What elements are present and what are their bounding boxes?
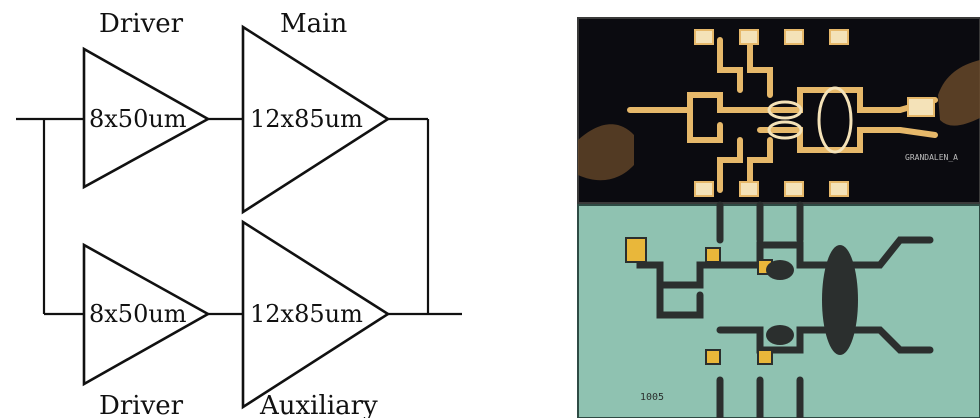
bottom-aux-amplifier-icon [241, 219, 391, 410]
bottom-aux-size: 12x85um [250, 300, 363, 328]
bottom-devices [766, 245, 858, 355]
top-micrograph-border [577, 17, 980, 204]
left-probe [578, 124, 634, 181]
top-pads [694, 29, 935, 197]
top-micrograph: GRANDALEN_A [577, 17, 980, 204]
top-devices [767, 86, 853, 154]
bottom-chip-annotation: 1005 [640, 392, 664, 403]
top-main-amplifier-icon [241, 24, 391, 215]
top-driver-size: 8x50um [89, 105, 187, 133]
bottom-driver-title: Driver [99, 391, 184, 418]
top-main-title: Main [280, 9, 347, 39]
signal-wires [16, 117, 462, 316]
top-chip-label: GRANDALEN_A [905, 153, 958, 162]
bottom-micrograph: 1005 [577, 201, 980, 418]
right-probe [938, 60, 980, 126]
bottom-micrograph-border [577, 204, 980, 418]
top-driver-title: Driver [99, 9, 184, 39]
top-main-size: 12x85um [250, 105, 363, 133]
top-driver-amplifier-icon [82, 46, 211, 190]
bottom-pads [625, 237, 773, 365]
bottom-traces [636, 201, 934, 418]
bottom-driver-size: 8x50um [89, 300, 187, 328]
bottom-aux-title: Auxiliary [259, 391, 378, 418]
bottom-driver-amplifier-icon [82, 242, 211, 387]
